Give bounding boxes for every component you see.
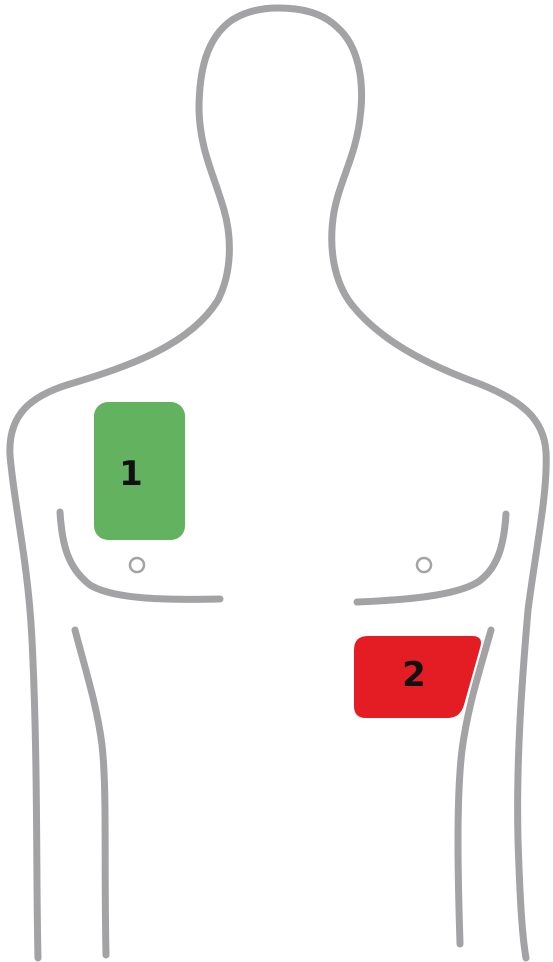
left-nipple (130, 558, 144, 572)
right-pectoral-line (357, 514, 506, 602)
pad-2-label: 2 (402, 655, 426, 695)
body-outline (10, 8, 546, 958)
pad-2: 2 (354, 636, 481, 718)
pad-1: 1 (94, 402, 185, 540)
right-nipple (417, 558, 431, 572)
pad-1-label: 1 (119, 454, 143, 494)
left-torso-contour (75, 630, 106, 955)
